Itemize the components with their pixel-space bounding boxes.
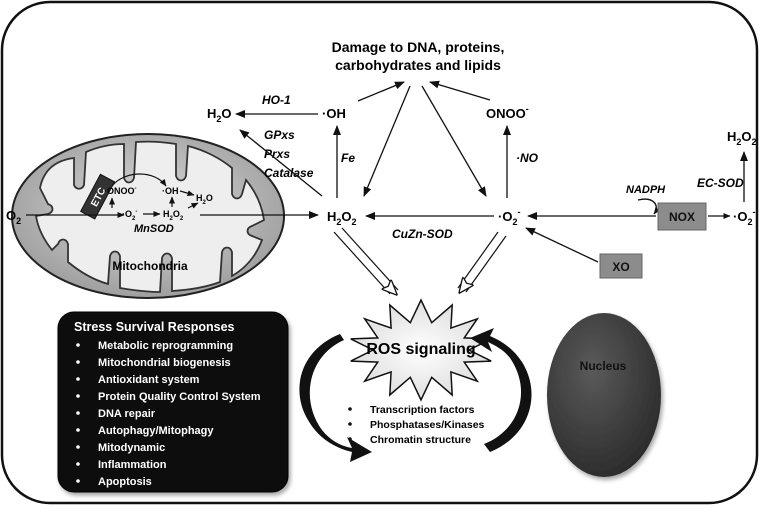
nucleus-label: Nucleus — [580, 359, 627, 373]
ros-signaling-list: Transcription factorsPhosphatases/Kinase… — [348, 404, 485, 446]
ec-sod-label: EC-SOD — [697, 176, 744, 190]
ros-bullet — [348, 407, 352, 411]
stress-item: DNA repair — [98, 408, 156, 420]
xo-label: XO — [612, 260, 629, 274]
curve-arrow-right — [470, 328, 532, 452]
hydroxyl-radical: ·OH — [322, 106, 346, 121]
nox-box — [657, 202, 707, 231]
stress-bullet — [76, 411, 80, 415]
nadph-label: NADPH — [626, 184, 666, 196]
o2-to-ros-arrow — [457, 231, 507, 292]
stress-item: Metabolic reprogramming — [98, 340, 233, 352]
no-label: ·NO — [516, 151, 539, 165]
arrow-onoo-to-damage — [429, 80, 491, 101]
ros-item: Phosphatases/Kinases — [370, 419, 485, 431]
hydrogen-peroxide-extracellular: H2O2 — [727, 129, 757, 147]
peroxynitrite: ONOO- — [486, 104, 529, 121]
stress-item: Mitodynamic — [98, 442, 165, 454]
mito-h2o2: H2O2 — [163, 209, 184, 222]
stress-bullet — [76, 445, 80, 449]
mito-oh: ·OH — [162, 186, 179, 196]
stress-item: Antioxidant system — [98, 374, 200, 386]
water-left: H2O — [207, 106, 232, 124]
stress-bullet — [76, 428, 80, 432]
stress-item: Inflammation — [98, 459, 167, 471]
superoxide: ·O2- — [498, 207, 520, 227]
stress-item: Autophagy/Mitophagy — [98, 425, 214, 437]
mnsod-label: MnSOD — [134, 223, 174, 235]
stress-item: Protein Quality Control System — [98, 391, 261, 403]
mitochondria-cristae — [34, 140, 265, 293]
stress-bullet — [76, 462, 80, 466]
stress-bullet — [76, 377, 80, 381]
fe-label: Fe — [341, 151, 355, 165]
mito-arrow-oh-h2o — [179, 190, 195, 197]
etc-complex: ETC — [79, 173, 116, 220]
arrow-oh-to-damage — [357, 81, 405, 102]
arrow-damage-to-h2o2 — [363, 85, 411, 197]
ros-signaling-label: ROS signaling — [366, 341, 475, 358]
mito-h2o: H2O — [196, 193, 213, 206]
stress-survival-box — [57, 311, 289, 493]
curve-arrow-left — [299, 334, 372, 462]
mito-arrow-curve — [111, 173, 167, 187]
gpxs-label: GPxs — [264, 128, 295, 142]
mito-arrow-h2o2-h2o — [187, 202, 199, 209]
stress-bullet — [76, 343, 80, 347]
nox-label: NOX — [669, 210, 695, 224]
mito-onoo: ·ONOO- — [104, 186, 137, 196]
hydrogen-peroxide: H2O2 — [327, 209, 357, 227]
prxs-label: Prxs — [264, 147, 290, 161]
stress-bullet — [76, 479, 80, 483]
arrow-damage-to-o2 — [421, 85, 487, 197]
ros-signaling-burst — [350, 298, 492, 402]
catalase-label: Catalase — [264, 166, 314, 180]
mitochondria: ETC ·ONOO- ·OH H2O ·O2- H2O2 MnSOD Mitoc… — [11, 133, 285, 299]
superoxide-extracellular: ·O2- — [733, 207, 755, 227]
stress-item: Apoptosis — [98, 476, 152, 488]
nucleus — [547, 313, 661, 477]
stress-item: Mitochondrial biogenesis — [98, 357, 231, 369]
xo-box — [599, 253, 643, 279]
ho1-label: HO-1 — [262, 93, 291, 107]
stress-bullet — [76, 394, 80, 398]
ros-item: Transcription factors — [370, 404, 475, 416]
damage-label-line1: Damage to DNA, proteins, — [332, 39, 505, 55]
ros-bullet — [348, 422, 352, 426]
ros-item: Chromatin structure — [370, 434, 471, 446]
stress-bullet — [76, 360, 80, 364]
mito-o2-radical: ·O2- — [122, 209, 137, 222]
o2-left: O2 — [6, 208, 21, 226]
cuzn-sod-label: CuZn-SOD — [392, 227, 453, 241]
damage-label-line2: carbohydrates and lipids — [335, 57, 501, 73]
nadph-curve-arrow — [637, 198, 661, 215]
h2o2-to-ros-arrow — [333, 227, 398, 294]
mitochondria-label: Mitochondria — [112, 259, 188, 273]
stress-survival-title: Stress Survival Responses — [74, 320, 235, 334]
arrow-h2o2-to-h2o — [239, 129, 323, 197]
arrow-xo-to-o2 — [525, 227, 599, 263]
